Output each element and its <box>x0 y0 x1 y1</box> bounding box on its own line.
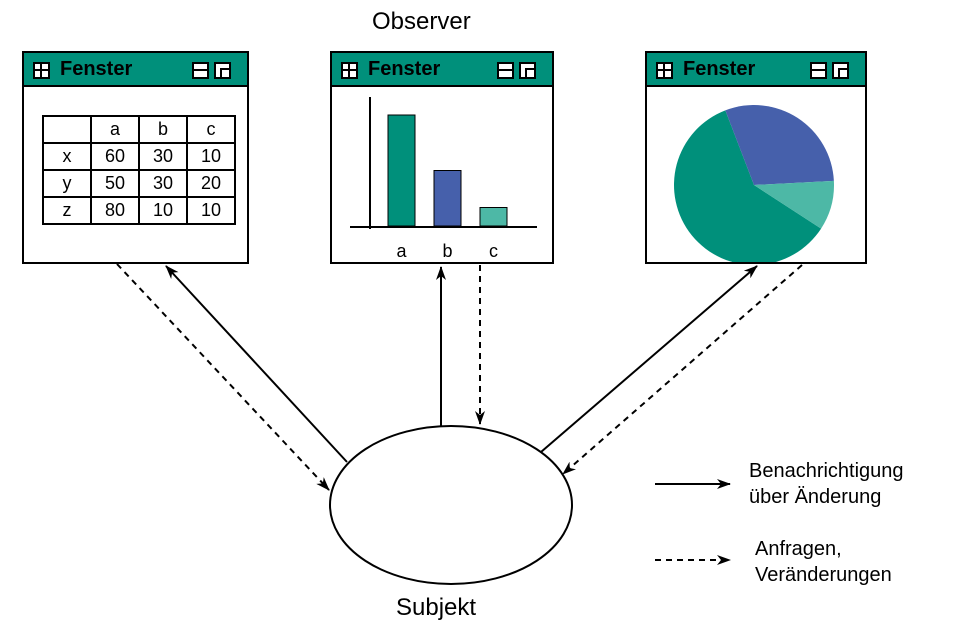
bar-tick-label: b <box>442 241 452 261</box>
notify-arrow-pie <box>540 265 758 453</box>
window-menu-icon[interactable] <box>33 62 50 79</box>
legend-dashed-line: Anfragen, <box>755 538 842 560</box>
window-titlebar[interactable]: Fenster <box>332 53 552 87</box>
table-cell: 10 <box>186 196 236 225</box>
window-maximize-icon[interactable] <box>832 62 849 79</box>
bar-chart: a b c <box>350 97 537 261</box>
window-titlebar[interactable]: Fenster <box>24 53 247 87</box>
window-maximize-icon[interactable] <box>519 62 536 79</box>
table-cell: 50 <box>90 169 140 198</box>
legend-solid-label: Benachrichtigung über Änderung <box>749 458 904 510</box>
pie-slice-c <box>754 180 834 229</box>
window-title: Fenster <box>368 58 441 80</box>
table-cell: 30 <box>138 169 188 198</box>
pie-slice-a <box>674 110 822 262</box>
observer-window-pie-chart[interactable]: Fenster <box>645 51 867 264</box>
bar-a <box>387 114 416 227</box>
legend-dashed-label: Anfragen, Veränderungen <box>755 536 892 588</box>
pie-slice-b <box>725 105 834 185</box>
table-cell: 60 <box>90 142 140 171</box>
table-row: z 80 10 10 <box>42 196 236 225</box>
table-row: x 60 30 10 <box>42 142 236 171</box>
bar-tick-label: a <box>396 241 407 261</box>
table-header-cell: c <box>186 115 236 144</box>
bar-tick-label: c <box>489 241 498 261</box>
legend-solid-line: über Änderung <box>749 486 882 508</box>
window-minimize-icon[interactable] <box>192 62 209 79</box>
table-header-cell: a <box>90 115 140 144</box>
query-arrow-pie <box>562 264 803 475</box>
window-titlebar[interactable]: Fenster <box>647 53 865 87</box>
table-cell: z <box>42 196 92 225</box>
legend-solid-line: Benachrichtigung <box>749 460 904 482</box>
window-maximize-icon[interactable] <box>214 62 231 79</box>
pie-chart <box>674 105 834 262</box>
window-title: Fenster <box>60 58 133 80</box>
table-cell: 30 <box>138 142 188 171</box>
subject-label: Subjekt <box>396 594 477 621</box>
table-cell: 10 <box>186 142 236 171</box>
window-minimize-icon[interactable] <box>810 62 827 79</box>
table-cell: 20 <box>186 169 236 198</box>
data-table: a b c x 60 30 10 y 50 30 20 z 80 10 10 <box>42 115 236 225</box>
observer-label: Observer <box>372 8 471 35</box>
observer-window-table[interactable]: Fenster a b c x 60 30 10 y 50 30 20 <box>22 51 249 264</box>
observer-window-bar-chart[interactable]: Fenster a b c <box>330 51 554 264</box>
bar-c <box>479 207 508 227</box>
table-header-row: a b c <box>42 115 236 144</box>
window-minimize-icon[interactable] <box>497 62 514 79</box>
table-cell: 10 <box>138 196 188 225</box>
legend-dashed-line: Veränderungen <box>755 564 892 586</box>
table-row: y 50 30 20 <box>42 169 236 198</box>
table-cell: x <box>42 142 92 171</box>
window-title: Fenster <box>683 58 756 80</box>
subject-node[interactable] <box>329 425 573 585</box>
window-menu-icon[interactable] <box>656 62 673 79</box>
table-header-cell <box>42 115 92 144</box>
table-cell: y <box>42 169 92 198</box>
window-menu-icon[interactable] <box>341 62 358 79</box>
table-cell: 80 <box>90 196 140 225</box>
table-header-cell: b <box>138 115 188 144</box>
bar-b <box>433 170 462 227</box>
query-arrow-table <box>116 263 330 491</box>
notify-arrow-table <box>165 265 348 463</box>
